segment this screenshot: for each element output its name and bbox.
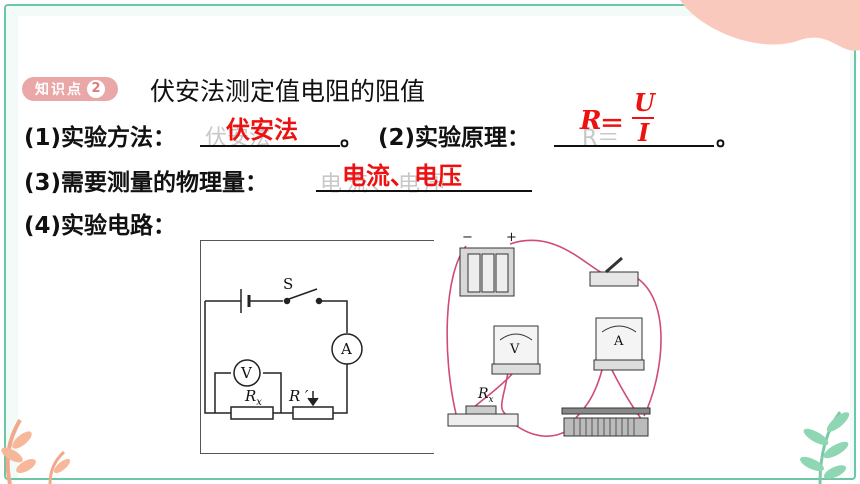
ammeter-label: A	[341, 340, 352, 358]
badge-number: 2	[87, 80, 105, 98]
q3-prefix: (3)需要测量的物理量：	[24, 170, 269, 196]
rx-label: Rx	[245, 387, 262, 408]
section-title: 伏安法测定值电阻的阻值	[150, 77, 426, 106]
badge-label: 知识点	[35, 82, 83, 98]
photo-rx-subscript: x	[488, 394, 494, 405]
q4-prefix: (4)实验电路：	[24, 213, 177, 239]
q2-blank	[554, 145, 714, 147]
photo-rx-letter: R	[478, 386, 489, 402]
q1-suffix: 。	[340, 125, 363, 151]
formula-r: R	[580, 106, 602, 136]
formula-eq: ＝	[600, 109, 624, 138]
rx-letter: R	[245, 387, 257, 405]
photo-rx-label: Rx	[478, 386, 494, 405]
knowledge-point-badge: 知识点 2	[22, 77, 118, 101]
apparatus-photo: − + V A Rx	[434, 230, 672, 454]
battery-minus-label: −	[462, 230, 473, 245]
photo-voltmeter-label: V	[510, 342, 520, 357]
voltmeter-label: V	[241, 364, 252, 382]
formula-denominator: I	[638, 118, 650, 147]
battery-plus-label: +	[506, 230, 517, 245]
photo-ammeter-label: A	[614, 334, 624, 349]
corner-leaves-bottom-right	[800, 411, 850, 484]
q2-formula: R ＝ U I	[580, 88, 660, 147]
q2-suffix: 。	[716, 125, 739, 151]
q3-ghost-text: 电流、电压	[320, 172, 451, 197]
q3-blank	[316, 190, 532, 192]
rprime-label: R ′	[289, 387, 309, 405]
corner-leaves-bottom-left	[1, 418, 71, 484]
rx-subscript: x	[256, 397, 262, 408]
corner-blob-top-right	[680, 0, 860, 51]
circuit-diagram: S A V Rx R ′	[200, 240, 436, 454]
q3-answer: 电流、电压	[342, 162, 462, 190]
q1-prefix: (1)实验方法：	[24, 125, 177, 151]
q1-answer: 伏安法	[226, 116, 298, 144]
q2-prefix: (2)实验原理：	[378, 125, 531, 151]
q1-blank	[200, 145, 340, 147]
battery-group	[459, 247, 515, 297]
formula-fraction-bar	[632, 117, 654, 119]
switch-label: S	[283, 275, 294, 293]
formula-numerator: U	[634, 88, 655, 117]
